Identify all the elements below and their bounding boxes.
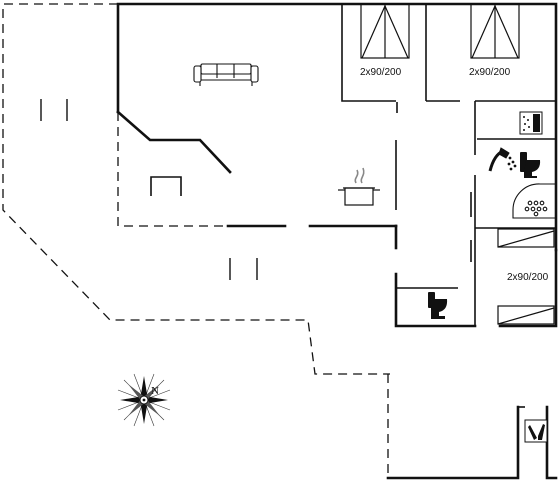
laundry-icon <box>524 419 548 443</box>
compass-north-label: N <box>151 385 159 397</box>
bed-1 <box>360 3 410 59</box>
cooking-pot-icon <box>338 167 380 206</box>
terrace-outline <box>2 3 390 478</box>
sofa-icon <box>193 63 259 86</box>
door-marks <box>40 99 258 280</box>
shower-icon <box>488 147 517 172</box>
bed-2 <box>470 3 520 59</box>
whirlpool-tub-icon <box>512 183 556 219</box>
washing-machine-icon <box>519 111 543 135</box>
compass-rose-icon <box>117 373 171 427</box>
bed-label-2: 2x90/200 <box>469 67 511 78</box>
toilet-icon <box>520 152 541 178</box>
fireplace-icon <box>150 176 182 196</box>
bed-3 <box>497 228 555 325</box>
bed-label-1: 2x90/200 <box>360 67 402 78</box>
bed-label-3: 2x90/200 <box>507 272 549 283</box>
toilet-icon <box>428 292 448 319</box>
interior-walls <box>341 4 556 408</box>
